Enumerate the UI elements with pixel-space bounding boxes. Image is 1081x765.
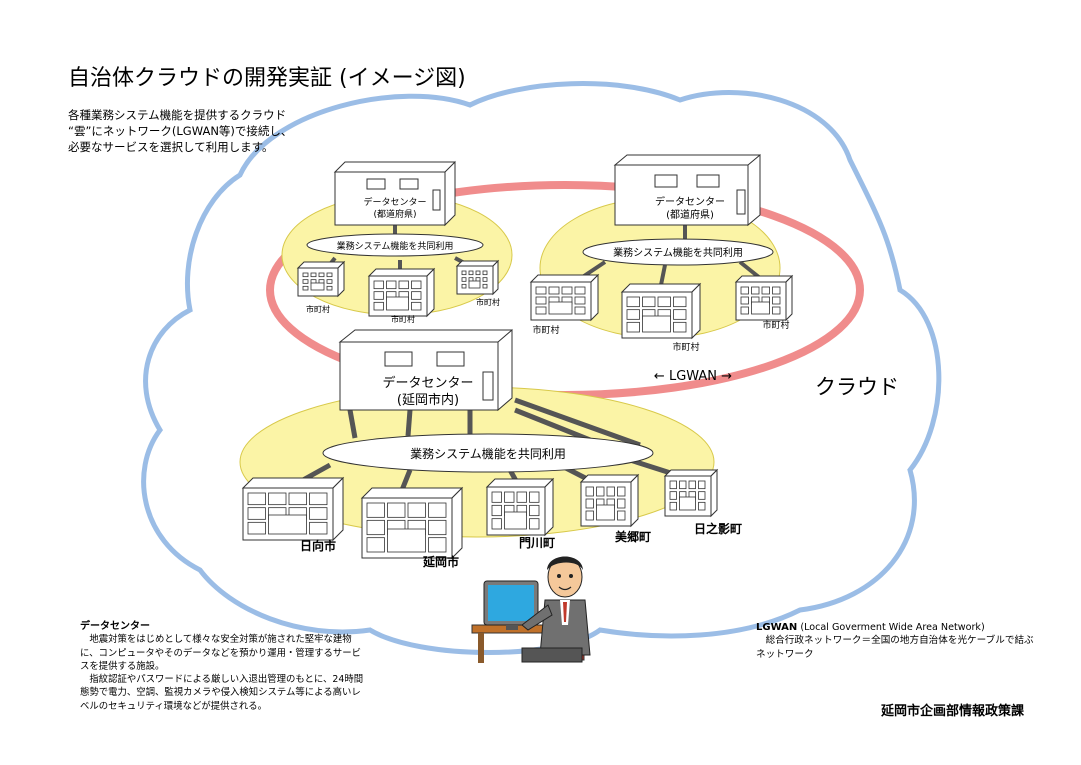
town-buildings [241, 259, 794, 560]
main-town-label: 美郷町 [615, 529, 651, 544]
right-town-label: 市町村 [762, 319, 789, 331]
main-shared-pill [322, 433, 654, 473]
page-title: 自治体クラウドの開発実証 (イメージ図) [68, 66, 466, 91]
main-town-label: 門川町 [519, 536, 555, 550]
left-dc-label-2: (都道府県) [373, 208, 416, 220]
lgwan-note-title: LGWAN [756, 622, 798, 633]
right-shared-pill [582, 238, 774, 266]
intro-line: 各種業務システム機能を提供するクラウド [68, 108, 287, 122]
main-town-building [663, 468, 719, 518]
lgwan-note: LGWAN (Local Goverment Wide Area Network… [756, 621, 1036, 661]
datacenter-note-p1: 地震対策をはじめとして様々な安全対策が施された堅牢な建物に、コンピュータやそのデ… [80, 634, 361, 672]
main-shared-label: 業務システム機能を共同利用 [410, 446, 566, 461]
left-town-label: 市町村 [476, 297, 500, 307]
left-town-building [367, 267, 436, 318]
main-dc-label-2: (延岡市内) [397, 392, 459, 408]
left-town-building [296, 260, 346, 298]
left-shared-label: 業務システム機能を共同利用 [337, 240, 454, 252]
lgwan-note-title-suffix: (Local Goverment Wide Area Network) [797, 622, 985, 633]
main-town-label: 延岡市 [422, 554, 459, 569]
left-town-label: 市町村 [306, 304, 330, 314]
main-dc-label-1: データセンター [382, 375, 473, 391]
cloud-label: クラウド [815, 375, 899, 399]
cloud-outline [141, 81, 942, 655]
footer-department: 延岡市企画部情報政策課 [880, 704, 1024, 719]
left-town-label: 市町村 [391, 314, 415, 324]
right-town-label: 市町村 [672, 341, 699, 353]
left-datacenter-building [333, 160, 456, 227]
person-at-computer-illustration [471, 556, 591, 663]
intro-text: 各種業務システム機能を提供するクラウド “雲”にネットワーク(LGWAN等)で接… [68, 107, 368, 155]
left-shared-pill [306, 233, 484, 257]
right-town-building [620, 282, 702, 340]
intro-line: 必要なサービスを選択して利用します。 [68, 140, 274, 154]
left-dc-label-1: データセンター [363, 196, 426, 208]
lgwan-note-body: 総合行政ネットワーク＝全国の地方自治体を光ケーブルで結ぶネットワーク [756, 635, 1034, 660]
main-town-building [360, 486, 464, 560]
lgwan-arrow-label: ← LGWAN → [654, 369, 732, 384]
datacenter-note-title: データセンター [80, 621, 150, 632]
datacenter-note-p2: 指紋認証やパスワードによる厳しい入退出管理のもとに、24時間態勢で電力、空調、監… [80, 674, 364, 712]
main-town-building [485, 477, 555, 537]
right-dc-label-1: データセンター [655, 195, 725, 208]
intro-line: “雲”にネットワーク(LGWAN等)で接続し、 [68, 124, 293, 138]
right-dc-label-2: (都道府県) [666, 208, 714, 221]
right-shared-label: 業務システム機能を共同利用 [613, 246, 743, 259]
lgwan-note-heading: LGWAN (Local Goverment Wide Area Network… [756, 621, 1036, 634]
left-town-building [455, 259, 500, 296]
main-datacenter-building [338, 328, 513, 412]
right-datacenter-building [613, 153, 761, 227]
right-town-building [734, 274, 794, 322]
main-town-building [241, 476, 345, 542]
right-town-label: 市町村 [532, 324, 559, 336]
main-town-building [579, 473, 640, 528]
right-town-building [529, 273, 600, 322]
datacenter-note: データセンター 地震対策をはじめとして様々な安全対策が施された堅牢な建物に、コン… [80, 620, 370, 713]
main-town-label: 日之影町 [694, 521, 742, 536]
main-town-label: 日向市 [300, 538, 336, 553]
